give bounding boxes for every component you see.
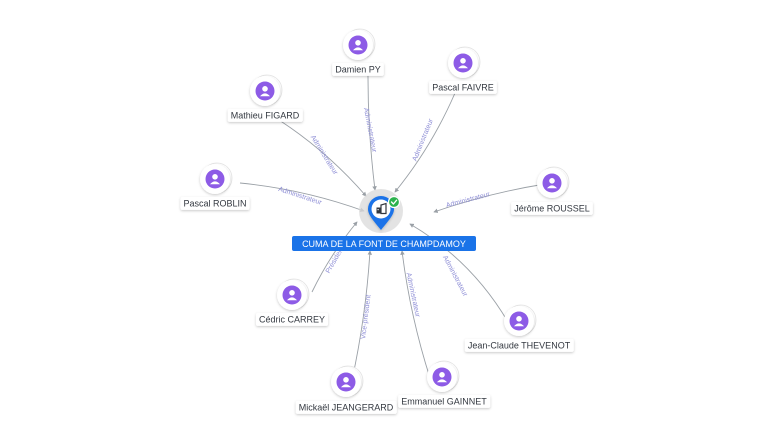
company-node[interactable]: CUMA DE LA FONT DE CHAMPDAMOY bbox=[292, 189, 476, 251]
relation-edge-mickael-jeangerard bbox=[351, 250, 373, 381]
relation-role-label: Administrateur bbox=[362, 107, 378, 153]
person-name: Cédric CARREY bbox=[259, 314, 325, 324]
person-node-jean-claude-thevenot[interactable]: Jean-Claude THEVENOT bbox=[464, 304, 574, 352]
person-icon bbox=[282, 285, 302, 305]
relation-edge-pascal-roblin bbox=[239, 182, 365, 212]
relation-role-label: Administrateur bbox=[441, 255, 469, 299]
person-node-mathieu-figard[interactable]: Mathieu FIGARD bbox=[227, 74, 303, 122]
relation-edge-damien-py bbox=[367, 67, 377, 191]
person-icon bbox=[453, 53, 473, 73]
relation-role-label: Vice-président bbox=[360, 294, 372, 339]
person-icon bbox=[542, 173, 562, 193]
relation-role-label: Administrateur bbox=[309, 134, 339, 177]
company-label-background bbox=[292, 236, 476, 251]
person-icon bbox=[432, 367, 452, 387]
relation-edge-jerome-roussel bbox=[433, 183, 546, 213]
person-name: Mickaël JEANGERARD bbox=[299, 402, 394, 412]
person-node-damien-py[interactable]: Damien PY bbox=[332, 28, 384, 76]
relation-edge-pascal-faivre bbox=[394, 92, 456, 193]
relation-edge-mathieu-figard bbox=[267, 112, 367, 197]
relation-edge-cedric-carrey bbox=[311, 221, 358, 293]
company-name: CUMA DE LA FONT DE CHAMPDAMOY bbox=[302, 239, 466, 249]
person-icon bbox=[348, 35, 368, 55]
person-icon bbox=[205, 169, 225, 189]
person-node-pascal-faivre[interactable]: Pascal FAIVRE bbox=[429, 46, 497, 94]
person-node-pascal-roblin[interactable]: Pascal ROBLIN bbox=[180, 162, 250, 210]
relation-edge-emmanuel-gainnet bbox=[400, 250, 431, 379]
person-name: Emmanuel GAINNET bbox=[401, 396, 487, 406]
person-name: Pascal FAIVRE bbox=[432, 82, 494, 92]
person-icon bbox=[255, 81, 275, 101]
relation-edge-jean-claude-thevenot bbox=[409, 223, 509, 323]
relation-role-label: Administrateur bbox=[445, 191, 491, 210]
person-name: Damien PY bbox=[335, 64, 381, 74]
person-name: Jean-Claude THEVENOT bbox=[468, 340, 571, 350]
person-icon bbox=[509, 311, 529, 331]
building-icon bbox=[376, 202, 387, 215]
person-node-cedric-carrey[interactable]: Cédric CARREY bbox=[255, 278, 329, 326]
check-badge-icon bbox=[387, 195, 401, 209]
person-name: Mathieu FIGARD bbox=[231, 110, 300, 120]
person-name: Pascal ROBLIN bbox=[183, 198, 246, 208]
person-node-mickael-jeangerard[interactable]: Mickaël JEANGERARD bbox=[295, 365, 397, 414]
person-name: Jérôme ROUSSEL bbox=[514, 203, 590, 213]
person-icon bbox=[336, 372, 356, 392]
person-node-jerome-roussel[interactable]: Jérôme ROUSSEL bbox=[511, 166, 593, 215]
relation-role-label: Administrateur bbox=[405, 272, 421, 318]
person-node-emmanuel-gainnet[interactable]: Emmanuel GAINNET bbox=[398, 360, 491, 408]
